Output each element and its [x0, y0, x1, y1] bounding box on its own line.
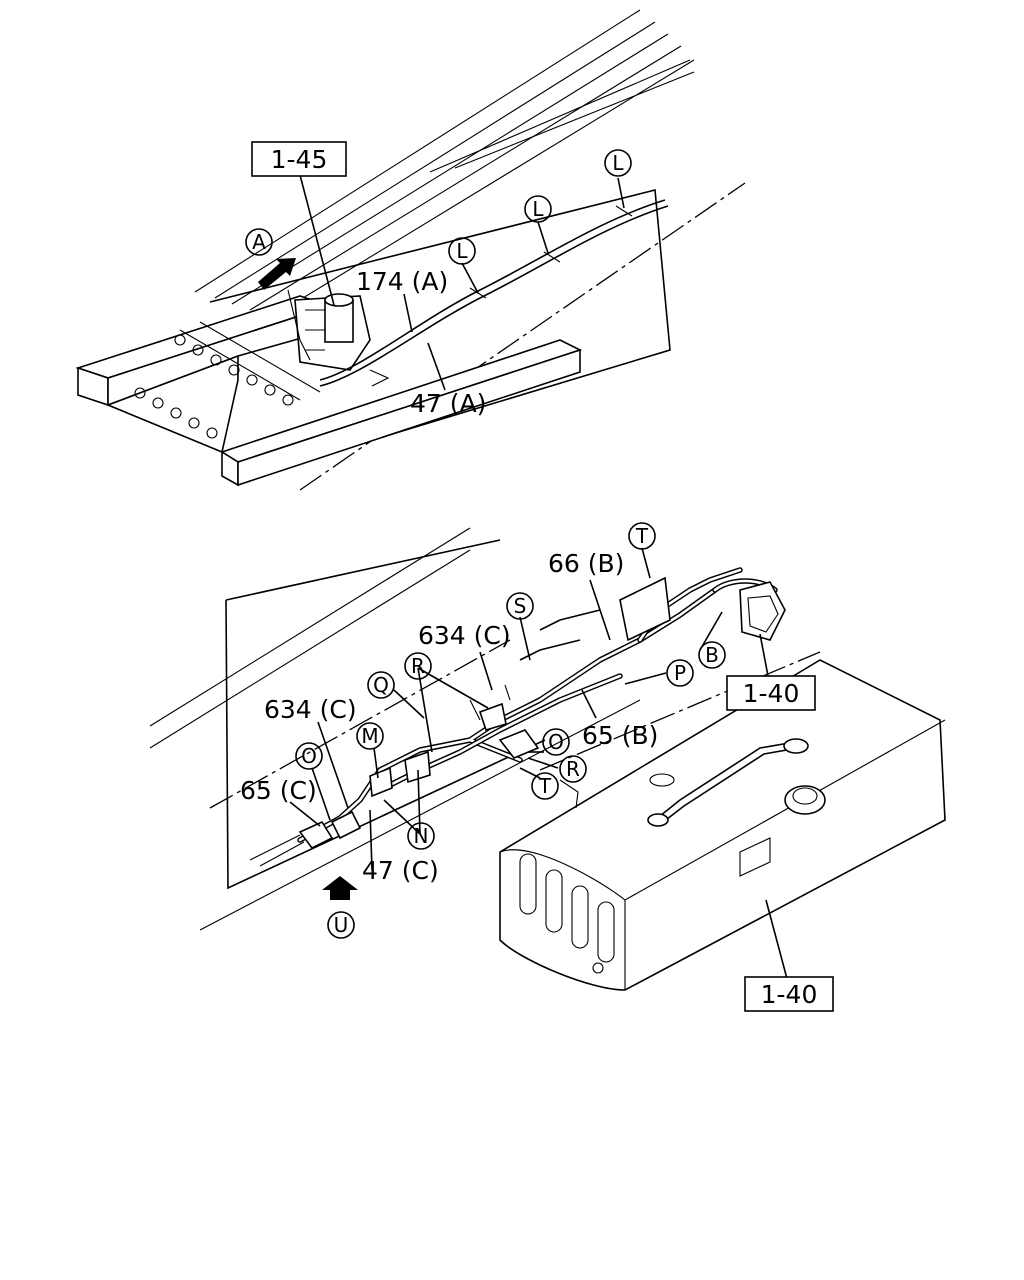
marker-s: S [506, 592, 534, 620]
marker-b: B [698, 641, 726, 669]
svg-text:P: P [674, 661, 686, 685]
marker-u: U [327, 911, 355, 939]
marker-t-lower: T [531, 772, 559, 800]
marker-m: M [356, 722, 384, 750]
marker-l-2: L [524, 195, 552, 223]
svg-text:O: O [301, 744, 317, 768]
part-label-66b: 66 (B) [548, 549, 624, 578]
marker-r-lower: R [559, 755, 587, 783]
bottom-leader-lines [289, 547, 791, 991]
marker-r-upper: R [404, 652, 432, 680]
svg-text:A: A [252, 230, 266, 254]
svg-text:L: L [612, 151, 624, 175]
part-label-65b: 65 (B) [582, 721, 658, 750]
svg-text:L: L [532, 197, 544, 221]
bottom-detail-frame [225, 539, 546, 890]
top-background-rails [194, 9, 695, 319]
top-leader-lines [299, 174, 625, 391]
marker-t-upper: T [628, 522, 656, 550]
bottom-background-rails [149, 527, 641, 931]
ref-box-1-45-label: 1-45 [271, 145, 328, 174]
bottom-view: 1-40 1-40 66 (B) 634 (C) 634 (C) 65 (B) … [149, 522, 946, 1012]
svg-text:L: L [456, 239, 468, 263]
part-label-65c: 65 (C) [240, 776, 317, 805]
marker-l-1: L [448, 237, 476, 265]
svg-text:B: B [705, 643, 719, 667]
fuel-tank [499, 651, 946, 991]
marker-n: N [407, 822, 435, 850]
svg-text:S: S [514, 594, 527, 618]
chassis-frame [75, 295, 583, 487]
marker-l-3: L [604, 149, 632, 177]
fuel-filter-assembly [287, 289, 390, 387]
part-label-47c: 47 (C) [362, 856, 439, 885]
part-label-47a: 47 (A) [410, 389, 486, 418]
marker-o-left: O [295, 742, 323, 770]
part-label-174a: 174 (A) [356, 267, 448, 296]
svg-text:R: R [566, 757, 580, 781]
marker-a: A [245, 228, 273, 256]
svg-text:U: U [334, 913, 349, 937]
top-fuel-lines [319, 199, 669, 387]
svg-text:R: R [411, 654, 425, 678]
view-arrow-a [258, 258, 296, 290]
svg-text:N: N [414, 824, 429, 848]
marker-p: P [666, 659, 694, 687]
marker-q: Q [367, 671, 395, 699]
svg-text:T: T [538, 774, 552, 798]
marker-o-right: O [542, 728, 570, 756]
ref-box-1-40-lower-label: 1-40 [761, 980, 818, 1009]
svg-text:Q: Q [373, 673, 389, 697]
ref-box-1-45 [251, 141, 347, 177]
svg-text:T: T [635, 524, 649, 548]
fuel-line-assembly [249, 567, 786, 867]
ref-box-1-40-lower [744, 976, 834, 1012]
svg-text:O: O [548, 730, 564, 754]
ref-box-1-40-upper [726, 675, 816, 711]
part-label-634c-lower: 634 (C) [264, 695, 357, 724]
svg-text:M: M [361, 724, 378, 748]
view-arrow-u [322, 876, 358, 900]
top-detail-frame [209, 188, 671, 481]
part-label-634c-upper: 634 (C) [418, 621, 511, 650]
ref-box-1-40-upper-label: 1-40 [743, 679, 800, 708]
top-view: 1-45 174 (A) 47 (A) A L L L [75, 9, 746, 491]
